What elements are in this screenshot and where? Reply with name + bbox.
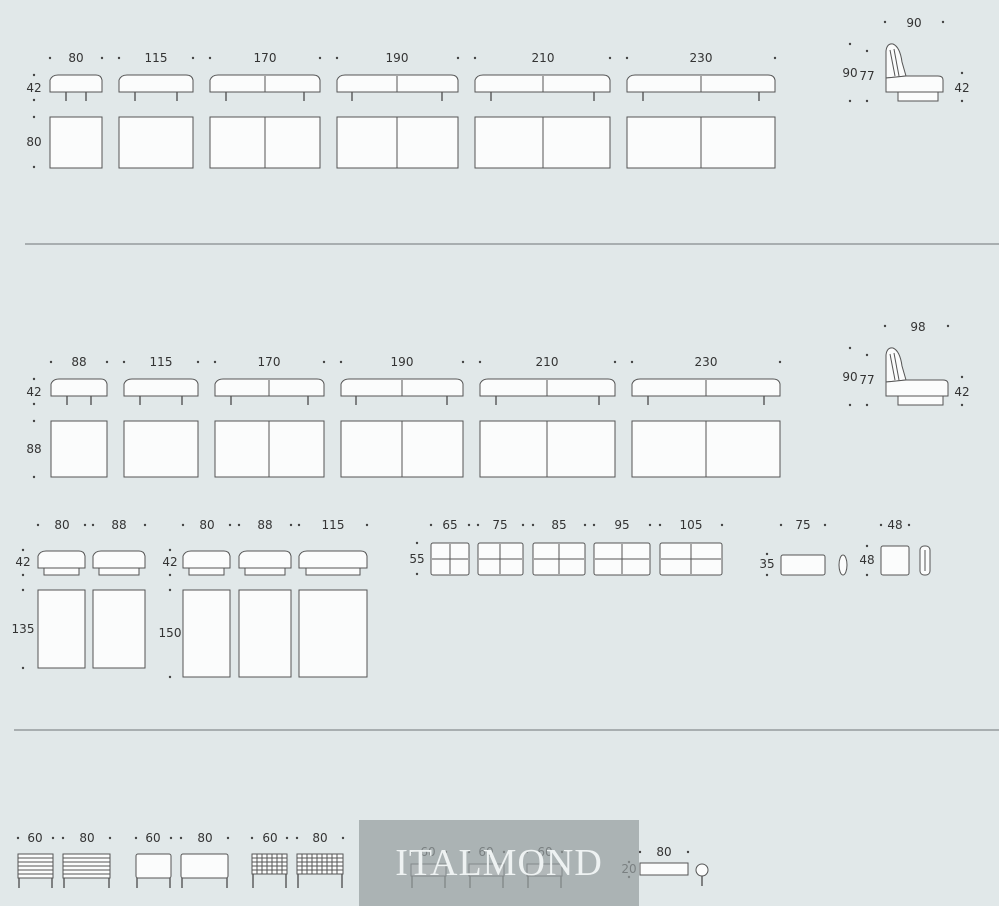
dim-back-height-label: 90 [842,370,857,384]
sofa-front-210 [479,378,616,405]
dim-width-label: 88 [111,518,126,532]
sofa-front-190 [336,74,459,101]
dim-width-label: 60 [27,831,42,845]
width-labels: 80 115 170 190 210 230 [48,51,777,65]
dim-width-label: 80 [54,518,69,532]
square-cushion: 48 48 [859,518,931,577]
dim-width-label: 80 [199,518,214,532]
lumbar-cushion: 75 35 [759,518,848,577]
dim-width-label: 75 [492,518,507,532]
sofa-plan-115 [123,420,199,478]
dim-arm-height-label: 77 [859,69,874,83]
sofa-plan-views [49,116,776,169]
sofa-front-230 [631,378,781,405]
dim-height-label: 48 [859,553,874,567]
sofa-front-170 [209,74,321,101]
dim-width-label: 80 [197,831,212,845]
sofa-front-elevations [49,74,776,101]
dim-width-label: 88 [257,518,272,532]
width-labels: 88 115 170 190 210 230 [49,355,782,369]
sofa-front-elevations [50,378,781,405]
dim-depth-label: 150 [159,626,182,640]
dim-height-label: 42 [26,385,41,399]
section-1: 80 115 170 190 210 230 42 80 [26,16,970,169]
sofa-side-view: 90 90 77 42 [842,16,970,103]
dim-width-label: 88 [71,355,86,369]
ottomans-depth-135: 80 88 42 135 [12,518,147,670]
dim-depth-label: 135 [12,622,35,636]
dim-width-label: 75 [795,518,810,532]
plain-tables [135,853,229,888]
section-3: 80 88 42 135 80 88 115 42 150 65 75 [12,518,931,679]
sofa-front-80 [49,74,103,101]
dim-width-label: 230 [695,355,718,369]
dim-width-label: 95 [614,518,629,532]
dim-seat-height-label: 42 [954,385,969,399]
sofa-front-115 [118,74,194,101]
slatted-tables [17,853,111,888]
dim-width-label: 85 [551,518,566,532]
sofa-front-190 [340,378,464,405]
section-2: 88 115 170 190 210 230 42 88 [26,320,970,479]
sofa-side-view: 98 90 77 42 [842,320,970,407]
sofa-front-230 [626,74,776,101]
dim-width-label: 115 [322,518,345,532]
sofa-front-88 [50,378,108,405]
dim-width-label: 190 [391,355,414,369]
woven-tables [251,853,344,888]
dim-width-label: 105 [680,518,703,532]
dim-height-label: 42 [162,555,177,569]
dim-height-label: 55 [409,552,424,566]
sofa-front-115 [123,378,199,405]
dim-height-label: 35 [759,557,774,571]
dim-width-label: 60 [262,831,277,845]
dim-back-height-label: 90 [842,66,857,80]
dim-width-label: 210 [536,355,559,369]
dim-width-label: 170 [254,51,277,65]
dim-height-label: 42 [26,81,41,95]
dim-width-label: 80 [79,831,94,845]
sofa-plan-views [50,420,781,478]
dim-width-label: 210 [532,51,555,65]
dim-depth-label: 80 [26,135,41,149]
sofa-front-210 [474,74,611,101]
dim-height-label: 42 [15,555,30,569]
dim-side-depth-label: 98 [910,320,925,334]
dim-width-label: 80 [312,831,327,845]
dim-width-label: 115 [145,51,168,65]
dim-width-label: 190 [386,51,409,65]
dim-seat-height-label: 42 [954,81,969,95]
sofa-plan-115 [118,116,194,169]
sofa-front-170 [214,378,325,405]
sofa-plan-88 [50,420,108,478]
dim-width-label: 80 [68,51,83,65]
dim-width-label: 65 [442,518,457,532]
dim-side-depth-label: 90 [906,16,921,30]
back-cushions: 65 75 85 95 105 55 [409,518,724,576]
ottomans-depth-150: 80 88 115 42 150 [159,518,369,679]
dim-width-label: 48 [887,518,902,532]
watermark-logo: ITALMOND [359,820,639,906]
dim-width-label: 230 [690,51,713,65]
dim-width-label: 115 [150,355,173,369]
dim-width-label: 80 [656,845,671,859]
dim-depth-label: 88 [26,442,41,456]
dim-width-label: 60 [145,831,160,845]
dim-arm-height-label: 77 [859,373,874,387]
sofa-plan-80 [49,116,103,169]
dim-width-label: 170 [258,355,281,369]
